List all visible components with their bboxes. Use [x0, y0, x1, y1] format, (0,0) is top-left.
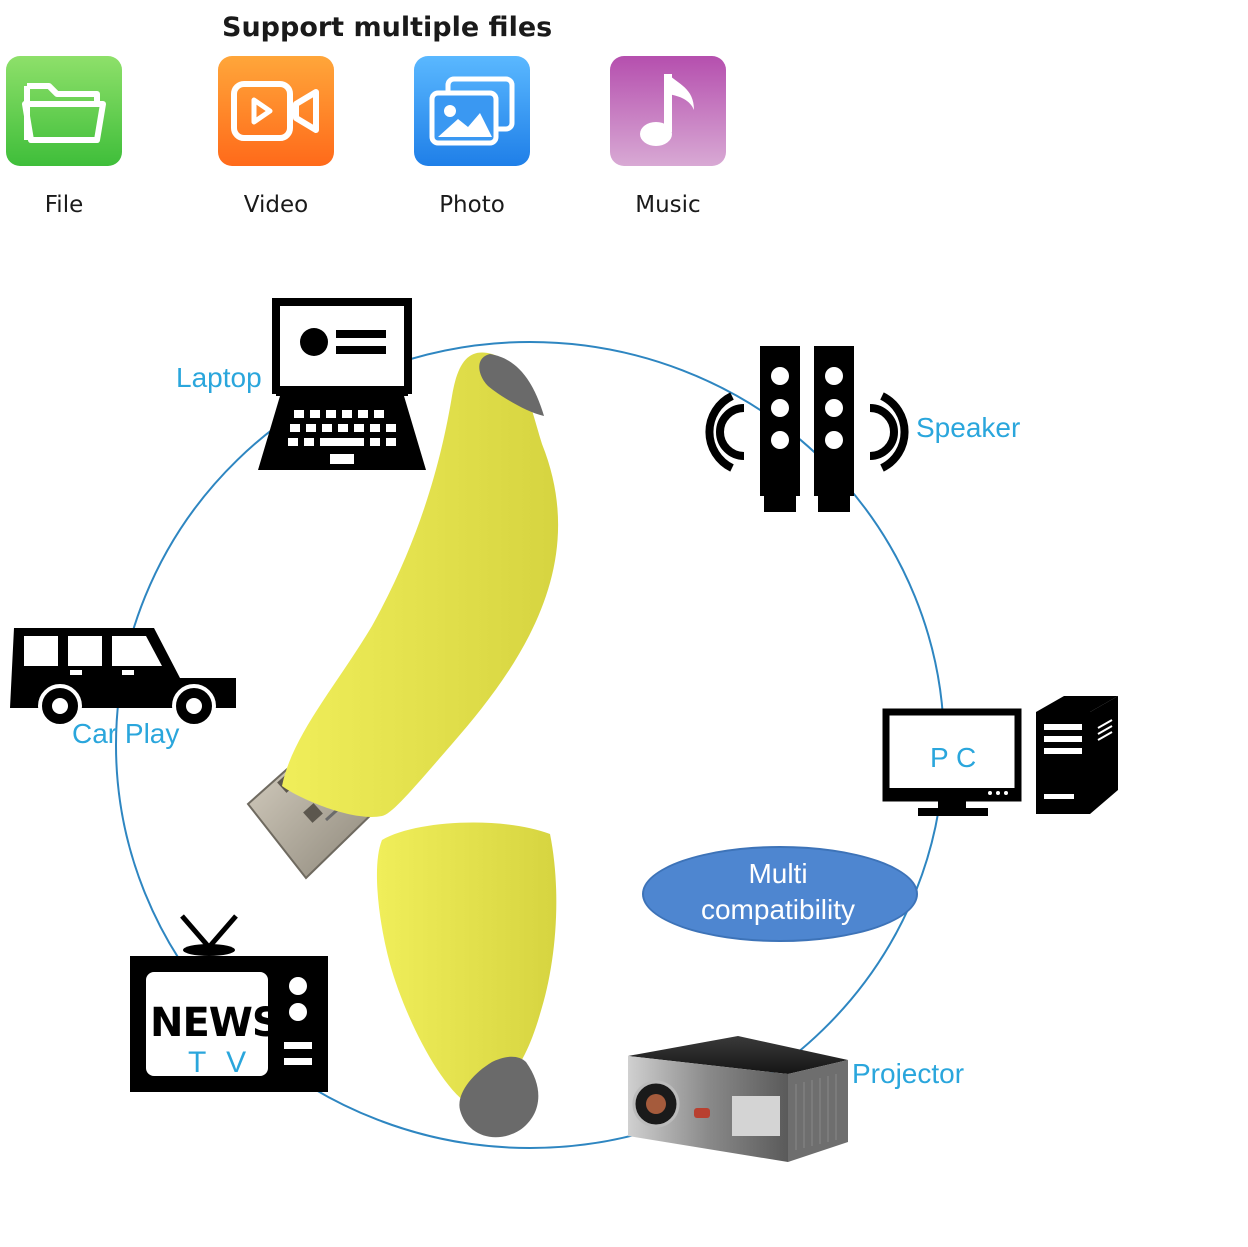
file-type-video: Video [218, 56, 334, 218]
speaker-label: Speaker [916, 412, 1021, 443]
projector-icon [624, 1032, 852, 1164]
tv-icon [130, 912, 330, 1094]
file-type-photo: Photo [414, 56, 530, 218]
car-icon [8, 624, 240, 730]
page-title: Support multiple files [222, 12, 553, 43]
file-type-label: Music [635, 192, 701, 218]
pc-icon [882, 694, 1122, 818]
folder-icon [6, 56, 122, 166]
video-icon [218, 56, 334, 166]
photo-icon [414, 56, 530, 166]
file-type-label: Video [243, 192, 309, 218]
tv-screen-text: NEWS [150, 1000, 281, 1046]
tv-label: T V [188, 1046, 253, 1079]
banana-usb-drive [240, 340, 600, 1150]
music-note-icon [610, 56, 726, 166]
laptop-label: Laptop [176, 362, 262, 393]
compatibility-bubble [642, 846, 918, 942]
bubble-line-2: compatibility [700, 894, 856, 925]
file-type-music: Music [610, 56, 726, 218]
file-type-file: File [6, 56, 122, 218]
pc-label: P C [930, 742, 977, 773]
laptop-icon [258, 298, 428, 473]
speaker-icon [700, 344, 915, 516]
file-type-label: File [44, 192, 84, 218]
file-type-label: Photo [439, 192, 505, 218]
bubble-line-1: Multi [748, 858, 808, 889]
car-label: Car Play [72, 718, 180, 749]
projector-label: Projector [852, 1058, 965, 1089]
